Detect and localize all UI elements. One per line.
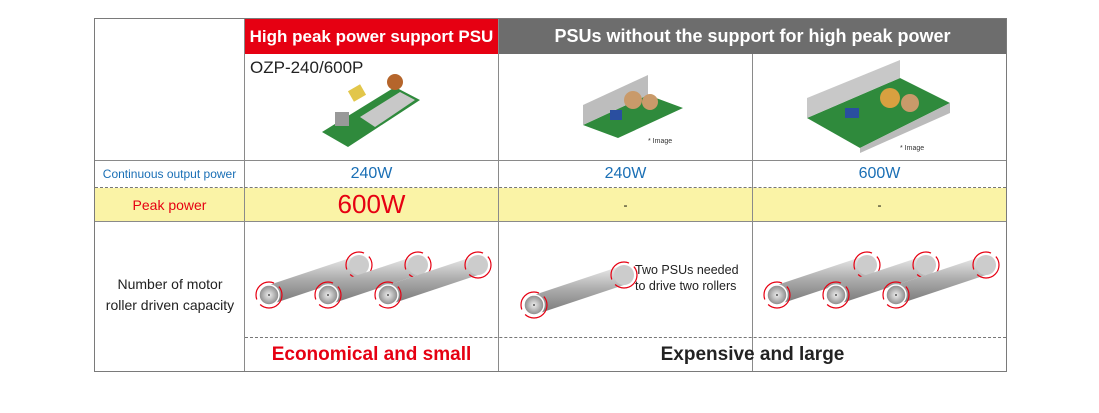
- peak-value: -: [877, 197, 882, 212]
- comparison-table: [94, 18, 1007, 372]
- continuous-value: 600W: [858, 165, 901, 182]
- peak-value: -: [623, 197, 628, 212]
- motor-roller: [763, 251, 881, 309]
- motor-roller: [374, 251, 492, 309]
- header-featured: High peak power support PSU: [245, 19, 498, 54]
- continuous-value: 240W: [350, 165, 393, 182]
- motor-roller: [882, 251, 1000, 309]
- rollers-single: [520, 261, 638, 319]
- motor-roller: [822, 251, 940, 309]
- rollers-featured: [255, 251, 492, 309]
- motor-roller: [520, 261, 638, 319]
- psu-image-600w: [807, 60, 950, 153]
- roller-label: Number of motor roller driven capacity: [105, 276, 235, 313]
- model-name: OZP-240/600P: [250, 58, 364, 77]
- footer-featured: Economical and small: [271, 343, 472, 365]
- image-note: * Image: [648, 138, 673, 145]
- roller-note: Two PSUs needed to drive two rollers: [635, 263, 739, 293]
- continuous-value: 240W: [604, 165, 647, 182]
- header-others: PSUs without the support for high peak p…: [499, 19, 1006, 54]
- peak-row-bg: [95, 188, 1006, 221]
- psu-image-240w: [583, 75, 683, 138]
- continuous-label: Continuous output power: [102, 167, 237, 181]
- peak-value: 600W: [337, 189, 406, 219]
- rollers-large: [763, 251, 1000, 309]
- peak-label: Peak power: [132, 196, 207, 213]
- psu-image-featured: [322, 74, 420, 147]
- motor-roller: [255, 251, 373, 309]
- image-note: * Image: [900, 145, 925, 152]
- footer-others: Expensive and large: [660, 343, 845, 365]
- motor-roller: [314, 251, 432, 309]
